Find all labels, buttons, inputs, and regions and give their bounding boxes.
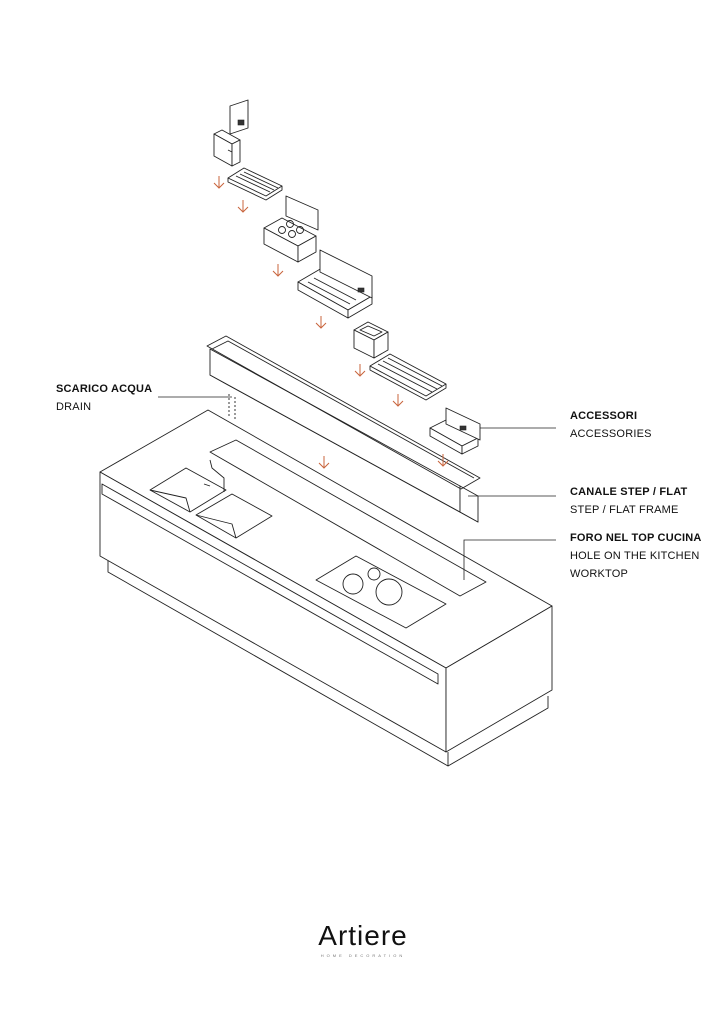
handle-groove — [101, 483, 439, 685]
down-arrow-icon — [437, 454, 449, 467]
island-side — [445, 605, 553, 753]
label-frame-subtitle: STEP / FLAT FRAME — [570, 504, 679, 516]
leader-lines — [158, 396, 556, 580]
down-arrow-icon — [354, 364, 366, 377]
accessory-drainer-grill — [369, 353, 447, 401]
accessory-cup-holder — [263, 195, 319, 263]
sink-right — [195, 493, 273, 539]
label-hole-title: FORO NEL TOP CUCINA — [570, 532, 702, 544]
label-frame: CANALE STEP / FLAT STEP / FLAT FRAME — [570, 483, 687, 519]
brand-tagline: HOME DECORATION — [320, 953, 406, 958]
down-arrow-icon — [213, 176, 225, 189]
frame-end — [459, 485, 479, 523]
cooktop — [315, 555, 447, 629]
accessory-utensil-cup — [353, 321, 389, 359]
label-hole-line1: HOLE ON THE KITCHEN — [570, 550, 700, 562]
label-drain-title: SCARICO ACQUA — [56, 383, 153, 395]
label-drain-subtitle: DRAIN — [56, 401, 92, 413]
label-accessories-title: ACCESSORI — [570, 410, 638, 422]
sink-left — [149, 467, 227, 513]
label-accessories-subtitle: ACCESSORIES — [570, 428, 652, 440]
accessory-lidded-box — [429, 407, 481, 455]
down-arrow-icon — [237, 200, 249, 213]
accessory-knife-tray — [227, 167, 283, 201]
label-hole: FORO NEL TOP CUCINA HOLE ON THE KITCHEN … — [570, 529, 720, 583]
kitchen-island — [99, 409, 553, 767]
label-drain: SCARICO ACQUA DRAIN — [56, 380, 152, 416]
assembly-arrows — [213, 176, 449, 469]
drain-pipe — [228, 394, 236, 420]
down-arrow-icon — [392, 394, 404, 407]
down-arrow-icon — [272, 264, 284, 277]
brand-name: Artiere — [318, 920, 408, 951]
accessory-small-bin — [213, 99, 249, 167]
accessory-utensil-tray — [297, 249, 373, 319]
step-flat-frame — [206, 335, 481, 523]
label-frame-title: CANALE STEP / FLAT — [570, 486, 688, 498]
down-arrow-icon — [318, 456, 330, 469]
leader-hole — [463, 539, 556, 580]
down-arrow-icon — [315, 316, 327, 329]
label-hole-line2: WORKTOP — [570, 568, 629, 580]
faucet — [209, 459, 225, 492]
frame-rim — [206, 335, 481, 490]
label-accessories: ACCESSORI ACCESSORIES — [570, 407, 652, 443]
worktop-hole — [209, 439, 487, 597]
brand-logo: Artiere HOME DECORATION — [0, 920, 726, 958]
